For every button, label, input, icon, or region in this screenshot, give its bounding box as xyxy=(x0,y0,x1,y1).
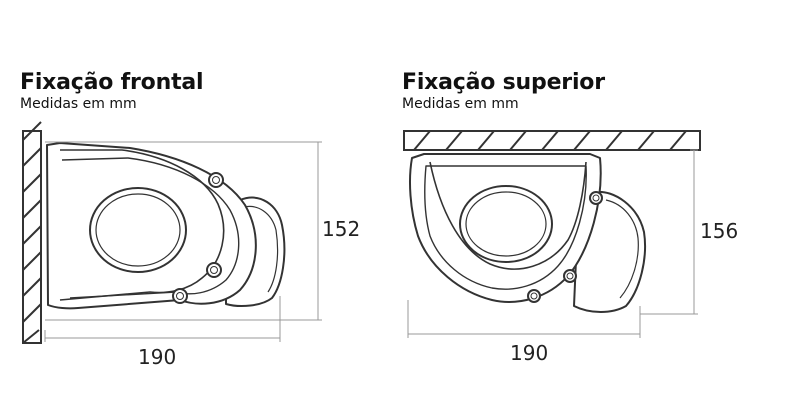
front-wall xyxy=(22,121,42,344)
top-dimension-lines xyxy=(407,149,698,338)
top-mount-title: Fixação superior xyxy=(402,70,605,95)
top-height-dimension: 156 xyxy=(700,219,738,243)
top-cassette xyxy=(409,153,646,313)
front-mount-panel: Fixação frontal Medidas em mm xyxy=(20,70,360,369)
front-cassette xyxy=(46,142,286,310)
front-dimension-lines xyxy=(44,141,322,342)
front-width-dimension: 190 xyxy=(138,345,176,369)
front-mount-title: Fixação frontal xyxy=(20,70,204,95)
front-mount-drawing: 152 190 xyxy=(22,121,360,369)
top-width-dimension: 190 xyxy=(510,341,548,365)
top-ceiling xyxy=(403,130,701,151)
top-mount-subtitle: Medidas em mm xyxy=(402,96,519,112)
front-mount-subtitle: Medidas em mm xyxy=(20,96,137,112)
top-mount-panel: Fixação superior Medidas em mm xyxy=(400,0,800,400)
top-mount-drawing: 156 190 xyxy=(403,130,738,365)
front-height-dimension: 152 xyxy=(322,217,360,241)
